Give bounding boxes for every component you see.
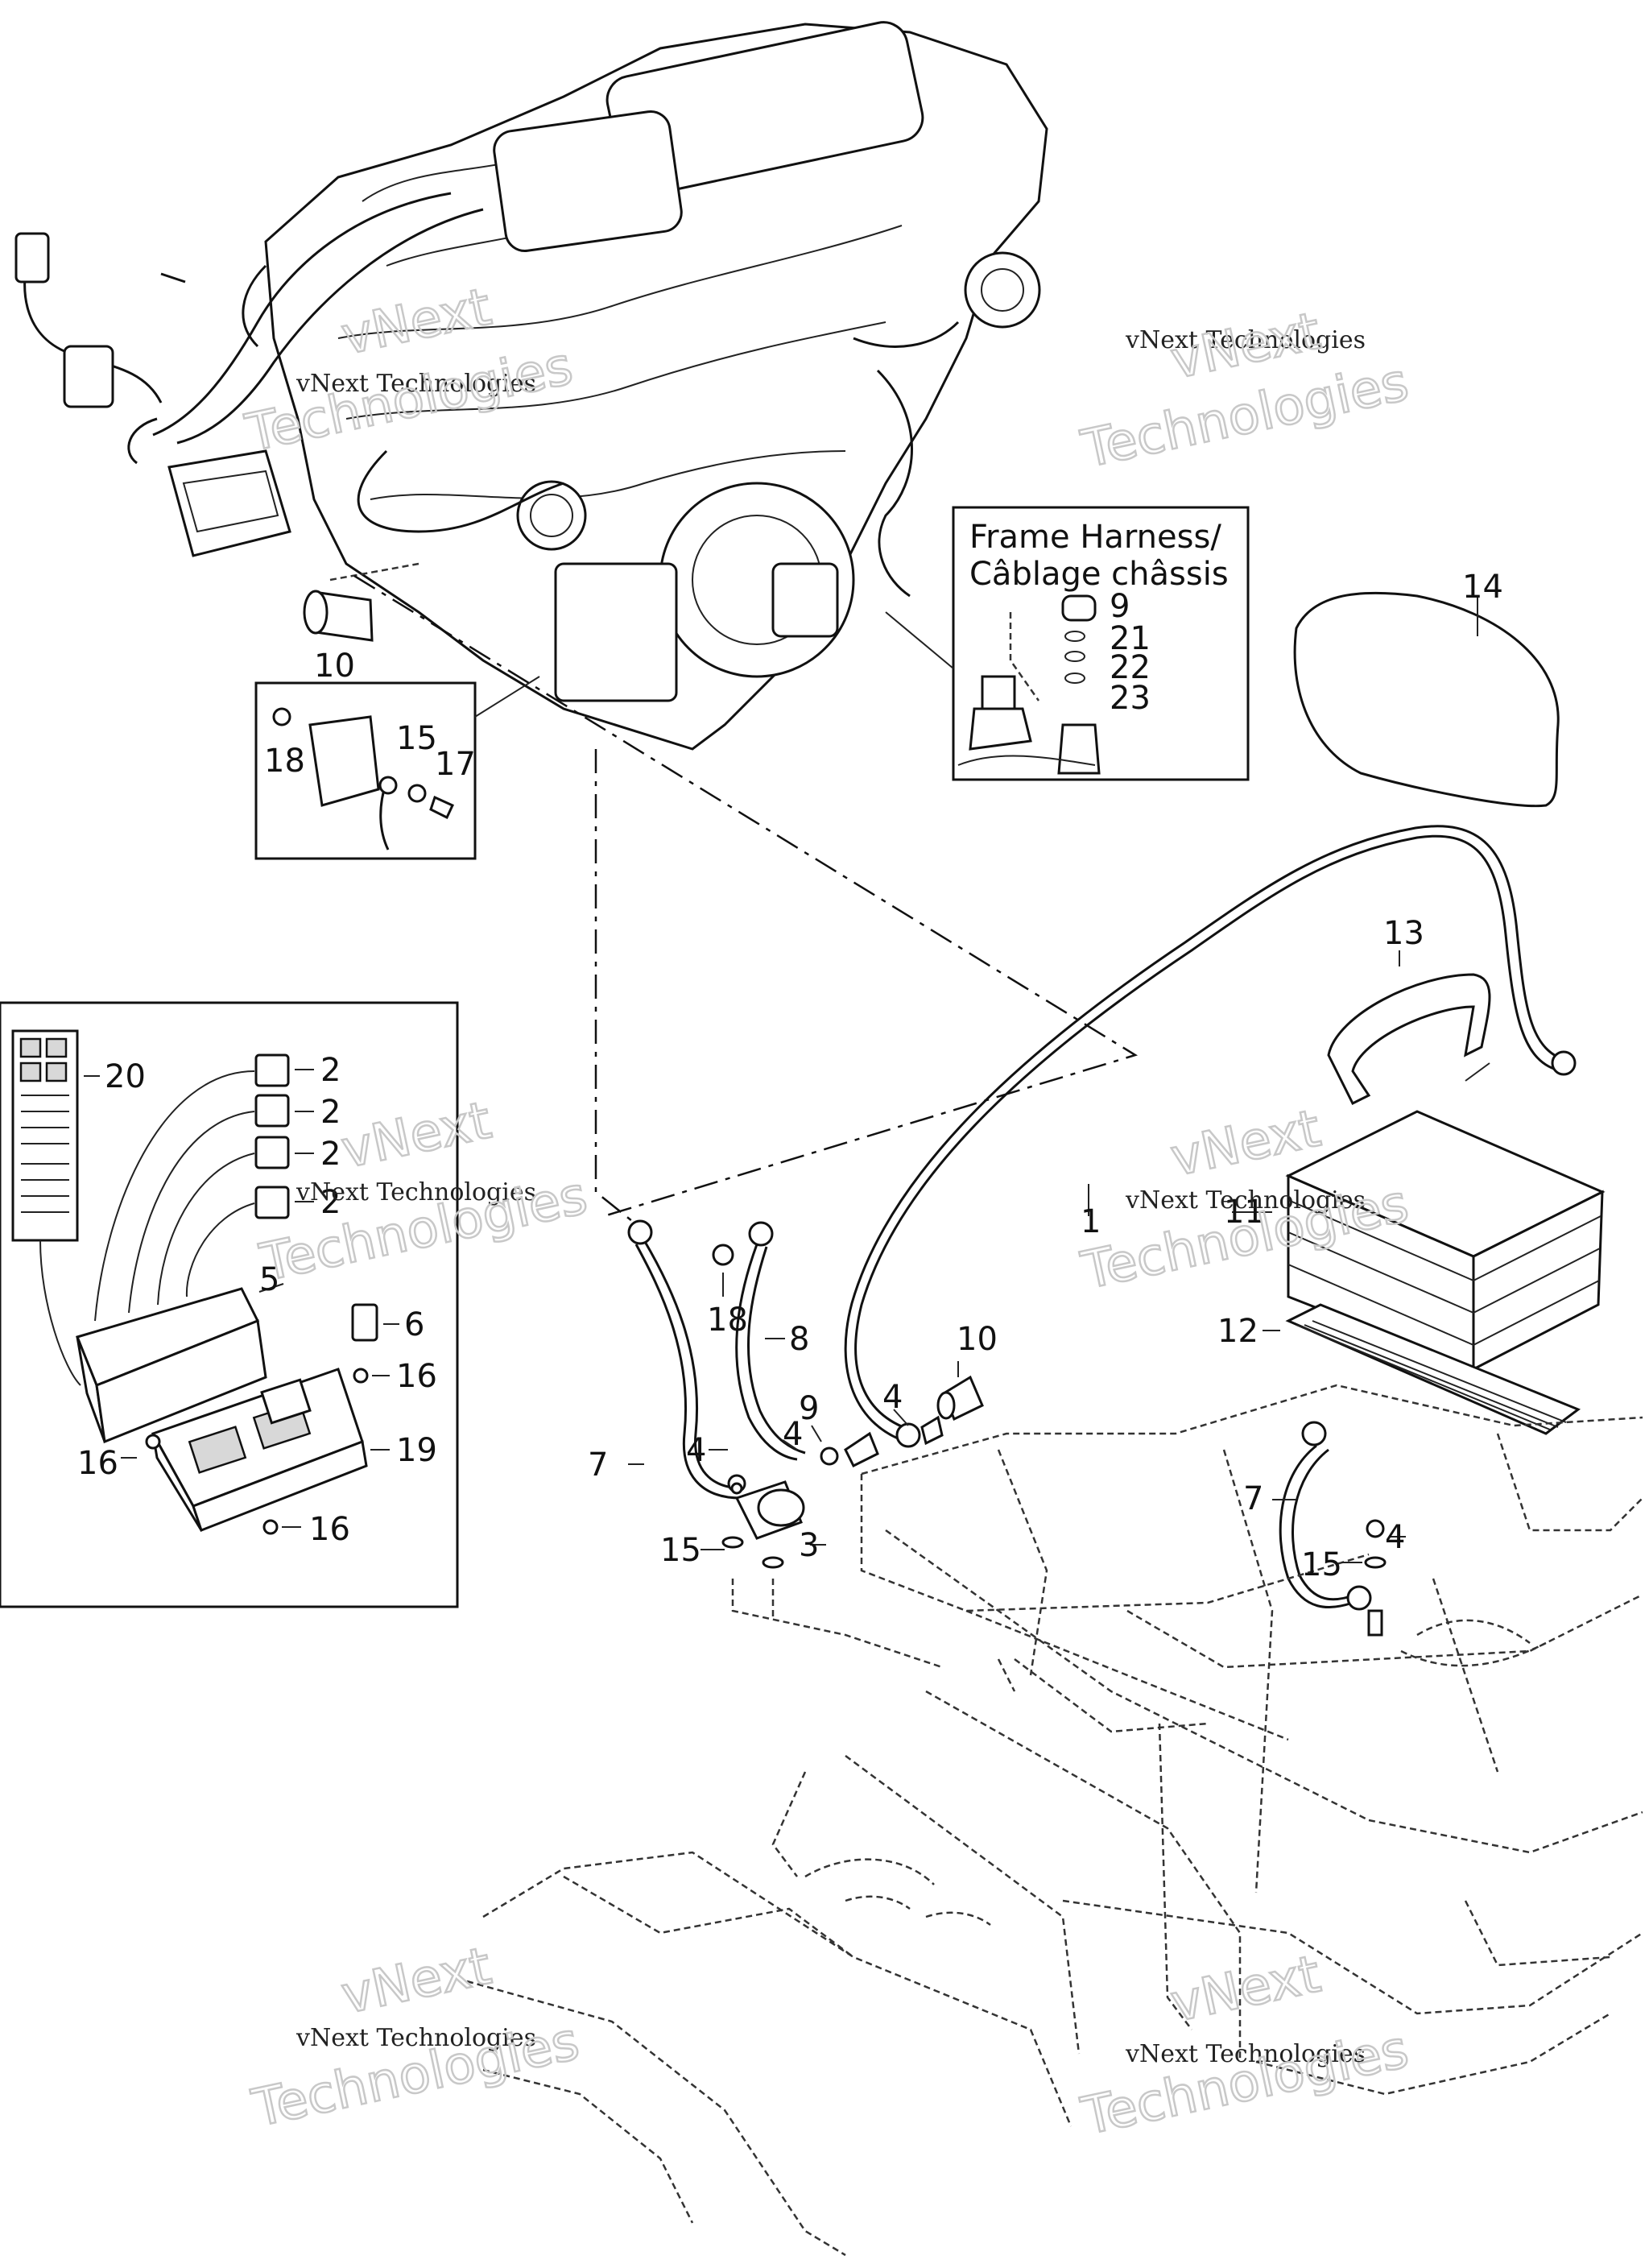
vehicle-frame — [466, 1384, 1643, 2257]
watermark-text-3: vNext Technologies — [295, 1178, 536, 1206]
callout-6: 6 — [404, 1306, 424, 1343]
inset-frame-harness-title-2: Câblage châssis — [969, 556, 1229, 593]
part-3-solenoid — [712, 1244, 1387, 1637]
inset-ground-strap: 18 15 17 — [254, 676, 540, 860]
callout-22-inset: 22 — [1110, 649, 1151, 686]
watermark-text-2: vNext Technologies — [1125, 326, 1366, 354]
callout-17-inset: 17 — [435, 746, 476, 783]
watermark-text-5: vNext Technologies — [295, 2024, 536, 2052]
callout-12: 12 — [1217, 1313, 1258, 1350]
callout-9-inset: 9 — [1110, 588, 1130, 625]
callout-23-inset: 23 — [1110, 680, 1151, 717]
part-10-cap — [303, 590, 374, 642]
callout-2-c: 2 — [320, 1136, 341, 1173]
engine-assembly — [14, 21, 1048, 751]
callout-16-b: 16 — [77, 1445, 118, 1482]
callout-16-a: 16 — [396, 1358, 437, 1395]
watermark-text-1: vNext Technologies — [295, 370, 536, 398]
watermarks: vNext Technologies vNext Technologies vN… — [240, 276, 1415, 2148]
callout-15-inset: 15 — [396, 720, 437, 757]
callout-10-top: 10 — [314, 648, 355, 685]
inset-fuse-box: 20 2 2 2 2 5 6 16 — [0, 1001, 459, 1608]
watermark-big-6a: vNext — [1166, 1944, 1325, 2034]
callout-9: 9 — [799, 1390, 819, 1427]
callout-4-right: 4 — [1385, 1519, 1405, 1556]
inset-frame-harness-title-1: Frame Harness/ — [969, 519, 1221, 556]
callout-15-a: 15 — [660, 1532, 701, 1569]
callout-7-a: 7 — [588, 1446, 608, 1484]
callout-15-b: 15 — [1301, 1546, 1342, 1583]
callout-5: 5 — [259, 1261, 279, 1298]
callout-4-a: 4 — [882, 1379, 903, 1416]
watermark-big-6b: Technologies — [1077, 2020, 1414, 2147]
callout-4-b: 4 — [686, 1432, 706, 1469]
part-14-pad: 14 — [1293, 569, 1560, 808]
callout-8: 8 — [789, 1321, 809, 1358]
main-callouts: 1 18 8 10 9 4 4 4 7 3 15 7 4 15 — [588, 1184, 1406, 1583]
callout-14: 14 — [1462, 569, 1503, 606]
callout-1: 1 — [1081, 1203, 1101, 1240]
callout-7-b: 7 — [1243, 1480, 1263, 1517]
callout-19: 19 — [396, 1432, 437, 1469]
alignment-lines — [353, 574, 1139, 1669]
callout-18-inset: 18 — [264, 743, 305, 780]
callout-10-mid: 10 — [957, 1321, 998, 1358]
callout-2-d: 2 — [320, 1184, 341, 1221]
callout-21-inset: 21 — [1110, 620, 1151, 657]
callout-11: 11 — [1224, 1194, 1265, 1231]
callout-20: 20 — [105, 1058, 146, 1095]
callout-4-c: 4 — [783, 1416, 803, 1453]
watermark-text-6: vNext Technologies — [1125, 2040, 1366, 2068]
battery-group: 13 11 12 — [1217, 915, 1606, 1435]
inset-frame-harness: Frame Harness/ Câblage châssis 9 21 22 2… — [885, 506, 1250, 781]
watermark-big-5a: vNext — [337, 1936, 496, 2026]
callout-13: 13 — [1383, 915, 1424, 952]
callout-16-c: 16 — [309, 1511, 350, 1548]
callout-2-b: 2 — [320, 1094, 341, 1131]
battery-cables — [627, 825, 1577, 1611]
callout-2-a: 2 — [320, 1052, 341, 1089]
watermark-text-4: vNext Technologies — [1125, 1186, 1366, 1215]
callout-3: 3 — [799, 1527, 819, 1564]
callout-18: 18 — [707, 1302, 748, 1339]
